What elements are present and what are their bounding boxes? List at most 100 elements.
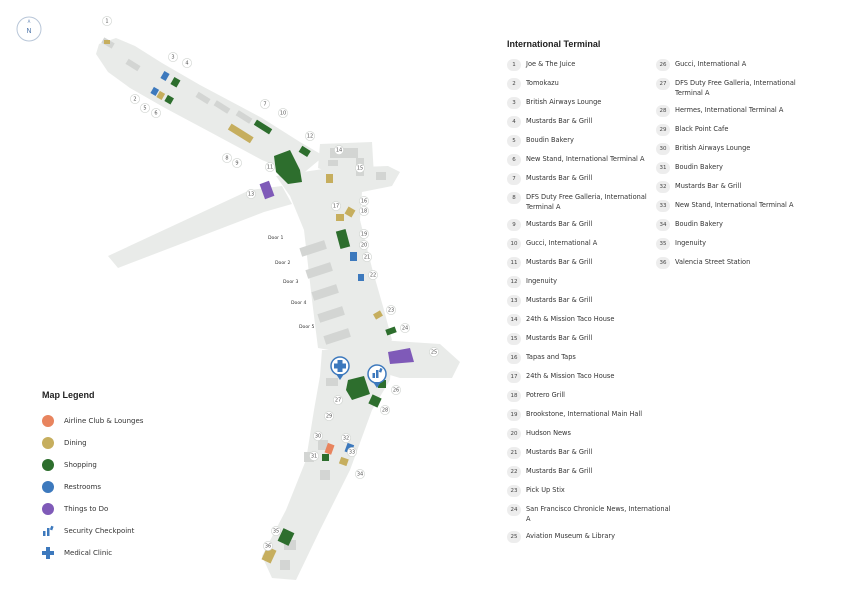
map-number-31[interactable]: 31: [309, 451, 319, 461]
map-number-9[interactable]: 9: [232, 158, 242, 168]
poi-16[interactable]: [344, 206, 356, 218]
poi-5[interactable]: [156, 90, 166, 100]
poi-21[interactable]: [350, 252, 357, 261]
map-number-25[interactable]: 25: [429, 347, 439, 357]
map-number-19[interactable]: 19: [359, 229, 369, 239]
poi-7[interactable]: [253, 119, 273, 135]
map-number-23[interactable]: 23: [386, 305, 396, 315]
map-number-12[interactable]: 12: [305, 131, 315, 141]
poi-33[interactable]: [338, 456, 349, 467]
map-number-5[interactable]: 5: [140, 103, 150, 113]
poi-22[interactable]: [358, 274, 364, 281]
poi-11[interactable]: [274, 150, 302, 184]
map-number-8[interactable]: 8: [222, 153, 232, 163]
medical-clinic-pin[interactable]: [330, 356, 350, 380]
map-number-4[interactable]: 4: [182, 58, 192, 68]
poi-6[interactable]: [164, 94, 174, 105]
map-number-17[interactable]: 17: [331, 201, 341, 211]
poi-15[interactable]: [326, 174, 333, 183]
map-number-30[interactable]: 30: [313, 431, 323, 441]
map-number-34[interactable]: 34: [355, 469, 365, 479]
poi-23[interactable]: [373, 310, 383, 320]
map-number-21[interactable]: 21: [362, 252, 372, 262]
poi-30[interactable]: [324, 442, 335, 455]
map-number-1[interactable]: 1: [102, 16, 112, 26]
poi-13[interactable]: [259, 180, 275, 200]
map-number-14[interactable]: 14: [334, 145, 344, 155]
map-number-3[interactable]: 3: [168, 52, 178, 62]
map-number-36[interactable]: 36: [263, 541, 273, 551]
poi-19[interactable]: [335, 229, 351, 249]
map-number-27[interactable]: 27: [333, 395, 343, 405]
map-number-13[interactable]: 13: [246, 189, 256, 199]
poi-26[interactable]: [378, 380, 386, 388]
poi-3[interactable]: [160, 71, 170, 81]
poi-27[interactable]: [346, 376, 370, 400]
poi-2[interactable]: [150, 86, 160, 96]
poi-35[interactable]: [277, 528, 295, 546]
poi-25[interactable]: [388, 348, 414, 364]
poi-24[interactable]: [385, 326, 397, 336]
map-number-15[interactable]: 15: [355, 163, 365, 173]
poi-1[interactable]: [104, 40, 110, 44]
poi-12[interactable]: [298, 145, 311, 158]
poi-31[interactable]: [322, 454, 329, 461]
poi-14[interactable]: [328, 160, 338, 166]
map-number-6[interactable]: 6: [151, 108, 161, 118]
map-number-7[interactable]: 7: [260, 99, 270, 109]
poi-36[interactable]: [261, 546, 277, 564]
map-number-35[interactable]: 35: [271, 526, 281, 536]
map-number-20[interactable]: 20: [359, 240, 369, 250]
poi-17[interactable]: [336, 214, 344, 221]
map-number-26[interactable]: 26: [391, 385, 401, 395]
poi-8[interactable]: [227, 123, 254, 144]
map-number-22[interactable]: 22: [368, 270, 378, 280]
map-number-29[interactable]: 29: [324, 411, 334, 421]
map-number-16[interactable]: 16: [359, 196, 369, 206]
map-number-24[interactable]: 24: [400, 323, 410, 333]
map-number-32[interactable]: 32: [341, 433, 351, 443]
map-number-11[interactable]: 11: [265, 162, 275, 172]
map-number-33[interactable]: 33: [347, 447, 357, 457]
map-number-28[interactable]: 28: [380, 405, 390, 415]
map-number-18[interactable]: 18: [359, 206, 369, 216]
security-checkpoint-pin[interactable]: [367, 364, 387, 388]
map-number-2[interactable]: 2: [130, 94, 140, 104]
poi-28[interactable]: [368, 394, 382, 408]
